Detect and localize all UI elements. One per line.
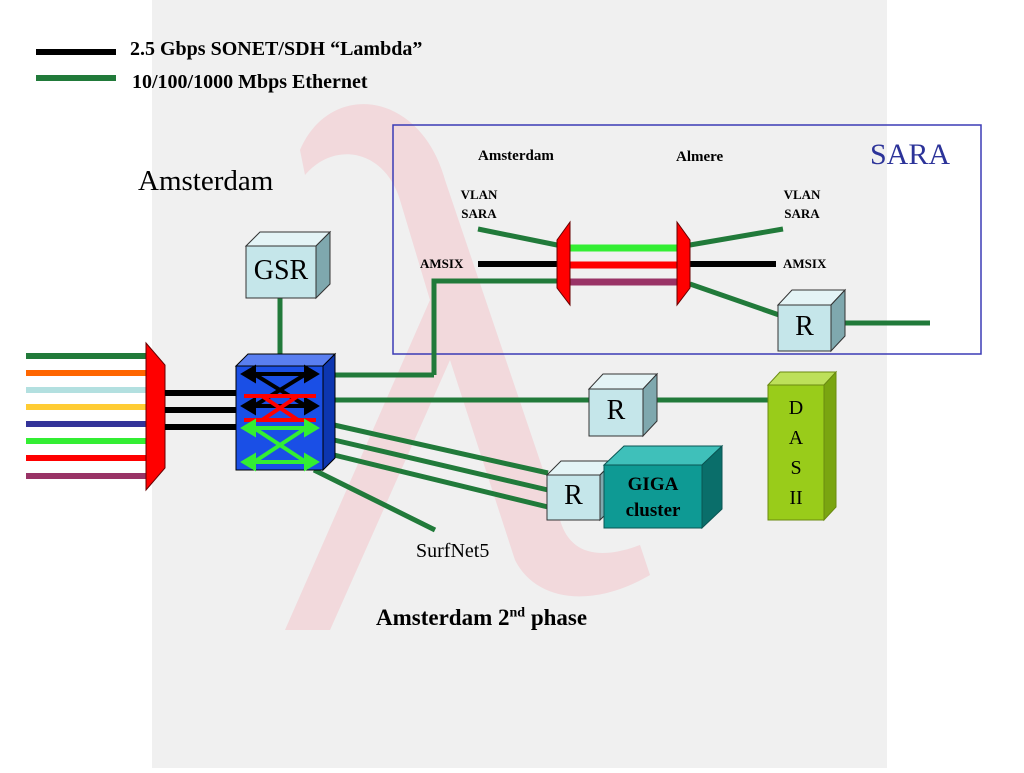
vlan-right-line2: SARA [784,206,820,221]
switch [234,352,337,472]
gsr-router [244,230,332,300]
legend-lambda-label: 2.5 Gbps SONET/SDH “Lambda” [130,38,423,60]
surfnet-label: SurfNet5 [416,540,490,562]
main-mux [145,341,166,492]
legend [36,49,116,81]
das-letter-s: S [790,457,802,479]
giga-label-line1: GIGA [627,474,679,495]
switch-links [277,298,770,533]
das-letter-d: D [788,397,804,419]
sara-box [392,124,982,355]
sara-title: SARA [870,138,951,171]
caption-main: Amsterdam 2 [376,605,510,630]
input-fibres [26,353,146,479]
giga-label-line2: cluster [625,500,681,521]
caption: Amsterdam 2nd phase [376,605,587,631]
site-title: Amsterdam [138,165,274,197]
lambda-trunk [165,390,236,430]
amsix-right-label: AMSIX [783,256,827,271]
das-numeral-ii: II [789,487,803,509]
sara-almere-label: Almere [676,149,724,165]
vlan-left-line2: SARA [461,206,497,221]
caption-sup: nd [509,605,526,621]
switch-fabric-black [240,364,320,416]
gsr-label: GSR [253,255,309,286]
router-mid-label: R [606,395,626,426]
caption-tail: phase [525,605,588,630]
sara-amsterdam-label: Amsterdam [478,148,554,164]
sara-router-label: R [795,311,814,342]
legend-ethernet-label: 10/100/1000 Mbps Ethernet [132,71,368,93]
giga-cluster-box [602,444,724,530]
router-mid [587,372,659,438]
sara-mux-amsterdam [556,220,571,307]
switch-fabric-green [240,418,320,472]
vlan-right-line1: VLAN [783,187,821,202]
router-low-label: R [564,480,583,511]
vlan-left-line1: VLAN [460,187,498,202]
sara-links [431,226,930,375]
amsix-left-label: AMSIX [420,256,464,271]
das-box [766,370,838,522]
sara-router [776,288,847,353]
sara-mux-almere [676,220,691,307]
das-letter-a: A [788,427,804,449]
